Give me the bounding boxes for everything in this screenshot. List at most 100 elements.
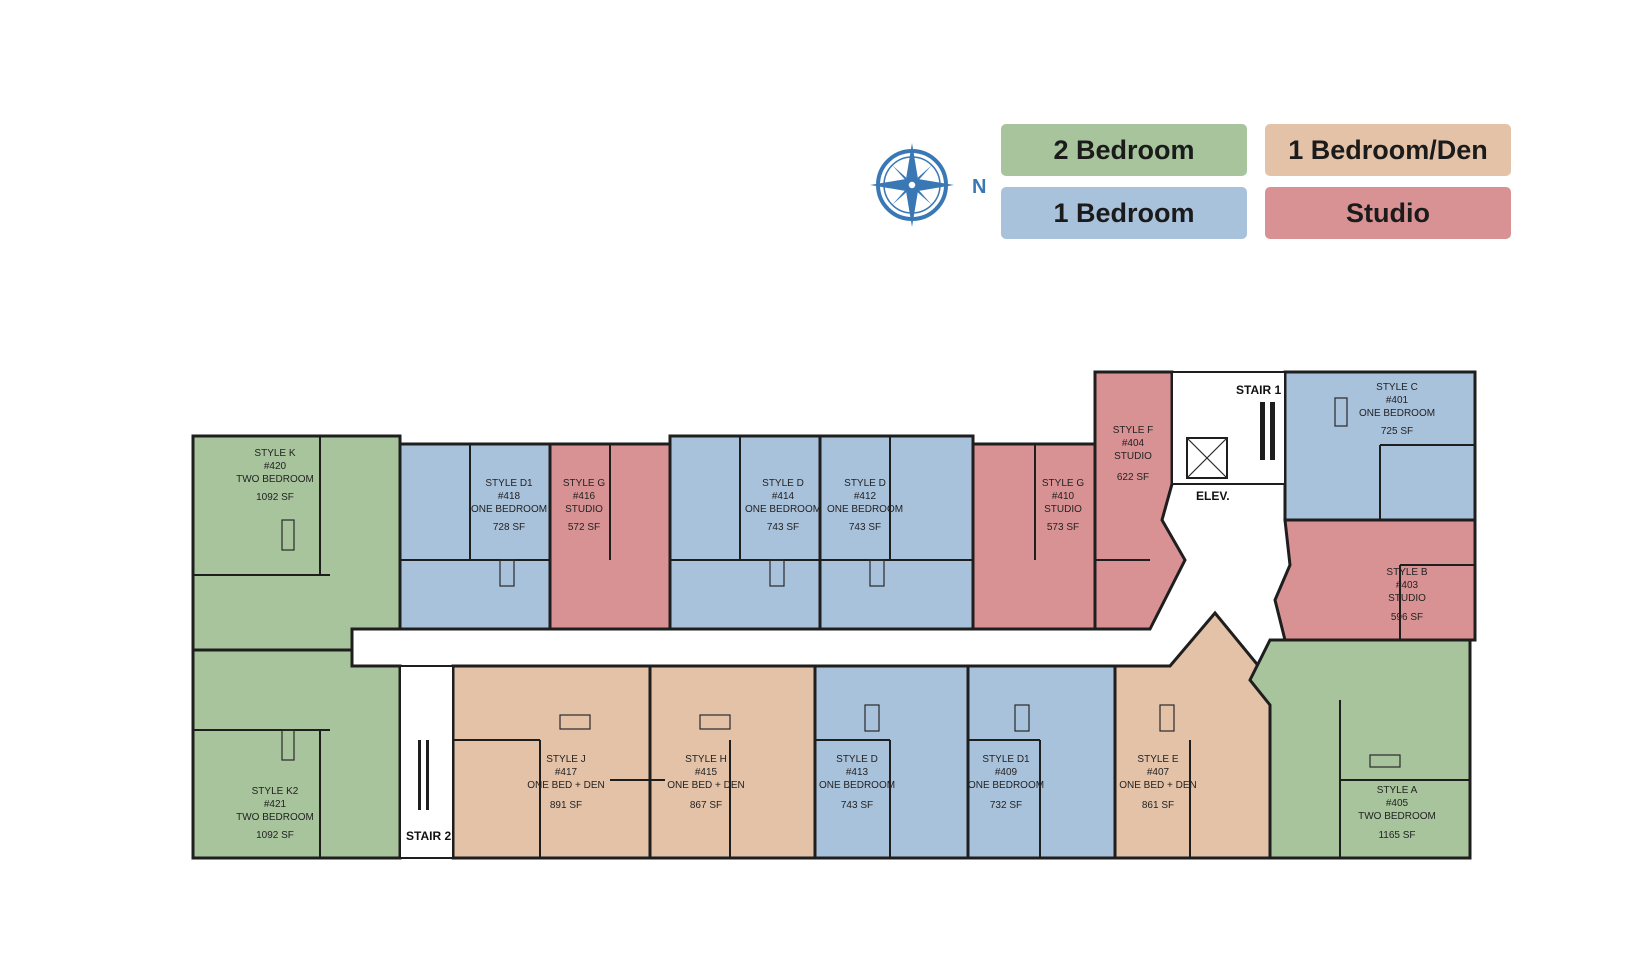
elevator-label: ELEV. (1196, 489, 1230, 503)
svg-text:#410: #410 (1052, 491, 1075, 502)
label-418: STYLE D1 #418 ONE BEDROOM 728 SF (471, 478, 547, 533)
svg-text:#403: #403 (1396, 580, 1419, 591)
compass-rose-icon: N (870, 143, 986, 227)
unit-418[interactable] (398, 442, 552, 631)
svg-text:STYLE G: STYLE G (563, 478, 605, 489)
svg-text:STYLE D: STYLE D (844, 478, 886, 489)
svg-text:867 SF: 867 SF (690, 800, 722, 811)
legend-one-bedroom-den-label: 1 Bedroom/Den (1288, 134, 1488, 165)
unit-412[interactable] (818, 434, 975, 631)
label-412: STYLE D #412 ONE BEDROOM 743 SF (827, 478, 903, 533)
legend-two-bedroom: 2 Bedroom (1001, 124, 1247, 176)
svg-text:#415: #415 (695, 767, 718, 778)
svg-text:ONE BED + DEN: ONE BED + DEN (1119, 780, 1197, 791)
label-413: STYLE D #413 ONE BEDROOM 743 SF (819, 754, 895, 811)
unit-421[interactable] (191, 648, 402, 860)
svg-text:STYLE E: STYLE E (1137, 754, 1178, 765)
svg-text:#420: #420 (264, 461, 287, 472)
svg-text:1092 SF: 1092 SF (256, 492, 294, 503)
svg-text:ONE BEDROOM: ONE BEDROOM (819, 780, 895, 791)
svg-text:STUDIO: STUDIO (1044, 504, 1082, 515)
svg-text:573 SF: 573 SF (1047, 522, 1079, 533)
svg-text:ONE BEDROOM: ONE BEDROOM (471, 504, 547, 515)
label-401: STYLE C #401 ONE BEDROOM 725 SF (1359, 382, 1435, 437)
stair-1-rail-2 (1270, 402, 1275, 460)
label-415: STYLE H #415 ONE BED + DEN 867 SF (667, 754, 745, 811)
svg-text:#417: #417 (555, 767, 578, 778)
svg-text:743 SF: 743 SF (841, 800, 873, 811)
svg-text:#401: #401 (1386, 395, 1409, 406)
label-417: STYLE J #417 ONE BED + DEN 891 SF (527, 754, 605, 811)
svg-text:TWO BEDROOM: TWO BEDROOM (236, 812, 314, 823)
svg-text:#421: #421 (264, 799, 287, 810)
legend-one-bedroom: 1 Bedroom (1001, 187, 1247, 239)
label-403: STYLE B #403 STUDIO 596 SF (1386, 567, 1427, 623)
svg-text:STUDIO: STUDIO (1114, 451, 1152, 462)
unit-405[interactable] (1248, 638, 1472, 860)
label-416: STYLE G #416 STUDIO 572 SF (563, 478, 605, 533)
unit-420[interactable] (191, 434, 402, 652)
compass-north-label: N (972, 176, 986, 198)
unit-403[interactable] (1273, 518, 1477, 642)
legend-one-bedroom-den: 1 Bedroom/Den (1265, 124, 1511, 176)
svg-text:STUDIO: STUDIO (1388, 593, 1426, 604)
svg-text:STYLE K: STYLE K (254, 448, 295, 459)
svg-text:STYLE D: STYLE D (762, 478, 804, 489)
svg-text:STUDIO: STUDIO (565, 504, 603, 515)
svg-text:STYLE G: STYLE G (1042, 478, 1084, 489)
stair-1-label: STAIR 1 (1236, 383, 1281, 397)
svg-text:596 SF: 596 SF (1391, 612, 1423, 623)
svg-text:#412: #412 (854, 491, 877, 502)
svg-text:728 SF: 728 SF (493, 522, 525, 533)
svg-text:ONE BEDROOM: ONE BEDROOM (1359, 408, 1435, 419)
svg-text:STYLE F: STYLE F (1113, 425, 1154, 436)
svg-text:TWO BEDROOM: TWO BEDROOM (1358, 811, 1436, 822)
svg-text:STYLE K2: STYLE K2 (252, 786, 299, 797)
svg-text:#416: #416 (573, 491, 596, 502)
stair-2-label: STAIR 2 (406, 829, 451, 843)
svg-text:622 SF: 622 SF (1117, 472, 1149, 483)
elevator-x2 (1186, 437, 1228, 479)
interior-walls (193, 436, 1475, 858)
svg-text:891 SF: 891 SF (550, 800, 582, 811)
svg-text:#407: #407 (1147, 767, 1170, 778)
svg-text:STYLE J: STYLE J (546, 754, 585, 765)
svg-text:STYLE H: STYLE H (685, 754, 727, 765)
svg-text:STYLE A: STYLE A (1377, 785, 1418, 796)
svg-text:STYLE D1: STYLE D1 (485, 478, 533, 489)
svg-text:STYLE D1: STYLE D1 (982, 754, 1030, 765)
label-404: STYLE F #404 STUDIO 622 SF (1113, 425, 1154, 483)
label-421: STYLE K2 #421 TWO BEDROOM 1092 SF (236, 786, 314, 841)
svg-text:#405: #405 (1386, 798, 1409, 809)
label-410: STYLE G #410 STUDIO 573 SF (1042, 478, 1084, 533)
svg-text:ONE BED + DEN: ONE BED + DEN (527, 780, 605, 791)
stair-2-rail-2 (426, 740, 429, 810)
svg-text:572 SF: 572 SF (568, 522, 600, 533)
corridor (352, 440, 1260, 660)
legend-studio: Studio (1265, 187, 1511, 239)
svg-text:732 SF: 732 SF (990, 800, 1022, 811)
svg-text:743 SF: 743 SF (767, 522, 799, 533)
svg-text:743 SF: 743 SF (849, 522, 881, 533)
label-420: STYLE K #420 TWO BEDROOM 1092 SF (236, 448, 314, 503)
label-405: STYLE A #405 TWO BEDROOM 1165 SF (1358, 785, 1436, 841)
label-409: STYLE D1 #409 ONE BEDROOM 732 SF (968, 754, 1044, 811)
svg-text:861 SF: 861 SF (1142, 800, 1174, 811)
label-414: STYLE D #414 ONE BEDROOM 743 SF (745, 478, 821, 533)
stair-2-rail (418, 740, 421, 810)
svg-text:#409: #409 (995, 767, 1018, 778)
svg-text:#413: #413 (846, 767, 869, 778)
svg-text:ONE BEDROOM: ONE BEDROOM (827, 504, 903, 515)
svg-text:STYLE B: STYLE B (1386, 567, 1427, 578)
svg-text:#404: #404 (1122, 438, 1145, 449)
unit-415[interactable] (648, 664, 817, 860)
svg-text:725 SF: 725 SF (1381, 426, 1413, 437)
svg-text:TWO BEDROOM: TWO BEDROOM (236, 474, 314, 485)
svg-text:#414: #414 (772, 491, 795, 502)
svg-text:1092 SF: 1092 SF (256, 830, 294, 841)
svg-text:STYLE C: STYLE C (1376, 382, 1418, 393)
label-407: STYLE E #407 ONE BED + DEN 861 SF (1119, 754, 1197, 811)
legend-studio-label: Studio (1346, 197, 1430, 228)
svg-text:ONE BEDROOM: ONE BEDROOM (745, 504, 821, 515)
